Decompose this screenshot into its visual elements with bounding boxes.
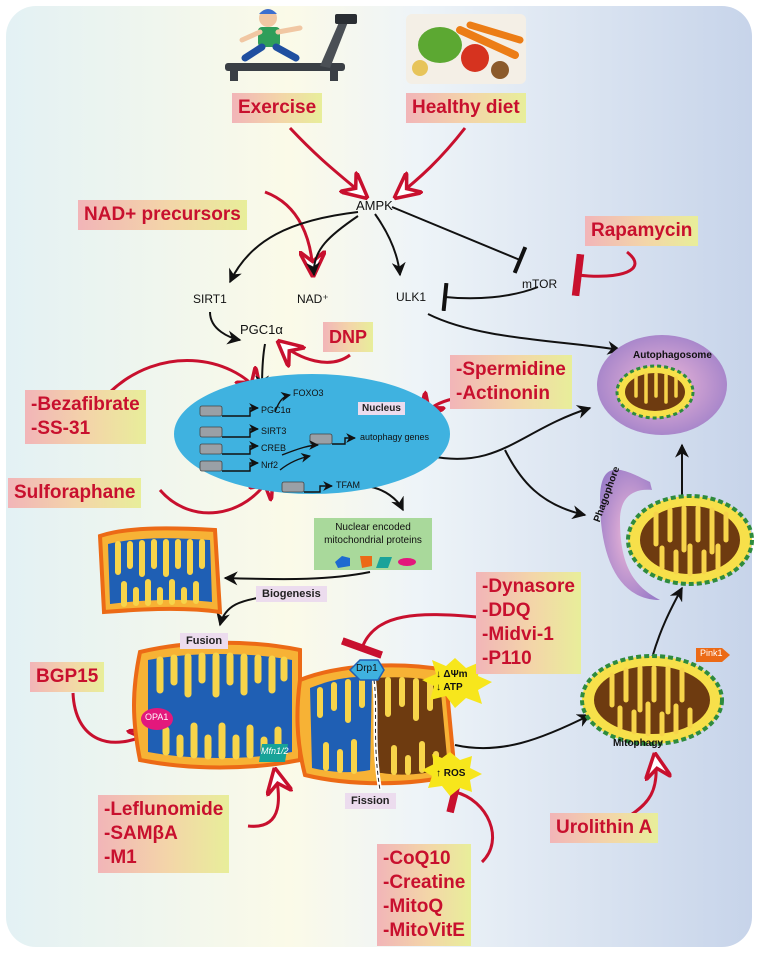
p110-label: -P110	[482, 648, 532, 669]
spermidine-box: -Spermidine -Actinonin	[450, 355, 572, 409]
signaling-arrows	[209, 206, 689, 750]
pink1-label: Pink1	[700, 648, 723, 658]
autophagy-genes-label: autophagy genes	[360, 432, 430, 442]
urolithin-box: Urolithin A	[550, 813, 659, 843]
ros-label: ↑ ROS	[436, 768, 466, 779]
rapamycin-box: Rapamycin	[585, 216, 699, 246]
gene-creb: CREB	[261, 443, 287, 453]
creatine-label: -Creatine	[383, 872, 466, 893]
ddq-label: -DDQ	[482, 600, 531, 621]
stress-starbursts	[422, 658, 492, 796]
exercise-treadmill-icon	[225, 9, 357, 81]
samba-label: -SAMβA	[104, 823, 178, 844]
atp-label: ↓ ATP	[436, 682, 463, 693]
mtor-label: mTOR	[522, 277, 558, 291]
proteins-line2: mitochondrial proteins	[324, 535, 422, 546]
bgp15-box: BGP15	[30, 662, 105, 692]
ulk1-label: ULK1	[396, 290, 427, 304]
coq10-label: -CoQ10	[383, 848, 451, 869]
proteins-line1: Nuclear encoded	[335, 522, 411, 533]
gene-sirt3: SIRT3	[261, 426, 287, 436]
fused-mitochondrion	[132, 640, 302, 770]
protein-markers	[141, 648, 730, 762]
biogenesis-tag: Biogenesis	[256, 586, 327, 602]
spermidine-label: -Spermidine	[456, 359, 566, 380]
mitoq-label: -MitoQ	[383, 896, 444, 917]
proteins-box	[314, 518, 432, 570]
gene-nrf2: Nrf2	[261, 460, 279, 470]
dnp-box: DNP	[323, 322, 374, 352]
bezafibrate-label: -Bezafibrate	[31, 394, 140, 415]
mitophagy-label: Mitophagy	[613, 738, 663, 749]
fusion-tag: Fusion	[180, 633, 229, 649]
healthy-diet-food-icon	[406, 14, 526, 84]
actinonin-label: -Actinonin	[456, 383, 550, 404]
autophagosome	[597, 335, 727, 435]
foxo3-label: FOXO3	[293, 388, 324, 398]
opa1-label: OPA1	[145, 712, 169, 722]
ampk-label: AMPK	[356, 198, 393, 213]
m1-label: -M1	[104, 847, 137, 868]
mitovite-label: -MitoVitE	[383, 920, 465, 941]
membrane-potential-label: ↓ ΔΨm	[436, 669, 468, 680]
tfam-label: TFAM	[336, 480, 360, 490]
nucleus-tag: Nucleus	[358, 402, 405, 415]
gene-pgc1a: PGC1α	[261, 405, 291, 415]
nad-precursors-box: NAD+ precursors	[78, 200, 247, 230]
gene-promoters	[199, 405, 333, 493]
sirt1-label: SIRT1	[193, 292, 227, 306]
ss31-label: -SS-31	[31, 418, 91, 439]
healthy-mitochondrion-small	[97, 526, 223, 615]
drp1-label: Drp1	[356, 663, 378, 674]
mfn-label: Mfn1/2	[261, 746, 289, 756]
exercise-box: Exercise	[232, 93, 323, 123]
fissioning-mitochondrion	[295, 663, 458, 791]
dynasore-label: -Dynasore	[482, 576, 575, 597]
midvi1-label: -Midvi-1	[482, 624, 554, 645]
phagophore-mitochondrion	[600, 469, 754, 600]
fission-inhibitors-box: -Dynasore -DDQ -Midvi-1 -P110	[476, 572, 581, 674]
autophagosome-label: Autophagosome	[633, 350, 712, 361]
antioxidants-box: -CoQ10 -Creatine -MitoQ -MitoVitE	[377, 844, 472, 946]
pgc1a-label: PGC1α	[240, 322, 283, 337]
damaged-mitochondrion	[580, 654, 724, 746]
fission-tag: Fission	[345, 793, 396, 809]
fusion-promoters-box: -Leflunomide -SAMβA -M1	[98, 795, 230, 873]
leflunomide-label: -Leflunomide	[104, 799, 224, 820]
nad-label: NAD⁺	[297, 292, 329, 306]
sulforaphane-box: Sulforaphane	[8, 478, 142, 508]
healthy-diet-box: Healthy diet	[406, 93, 526, 123]
bezafibrate-box: -Bezafibrate -SS-31	[25, 390, 146, 444]
